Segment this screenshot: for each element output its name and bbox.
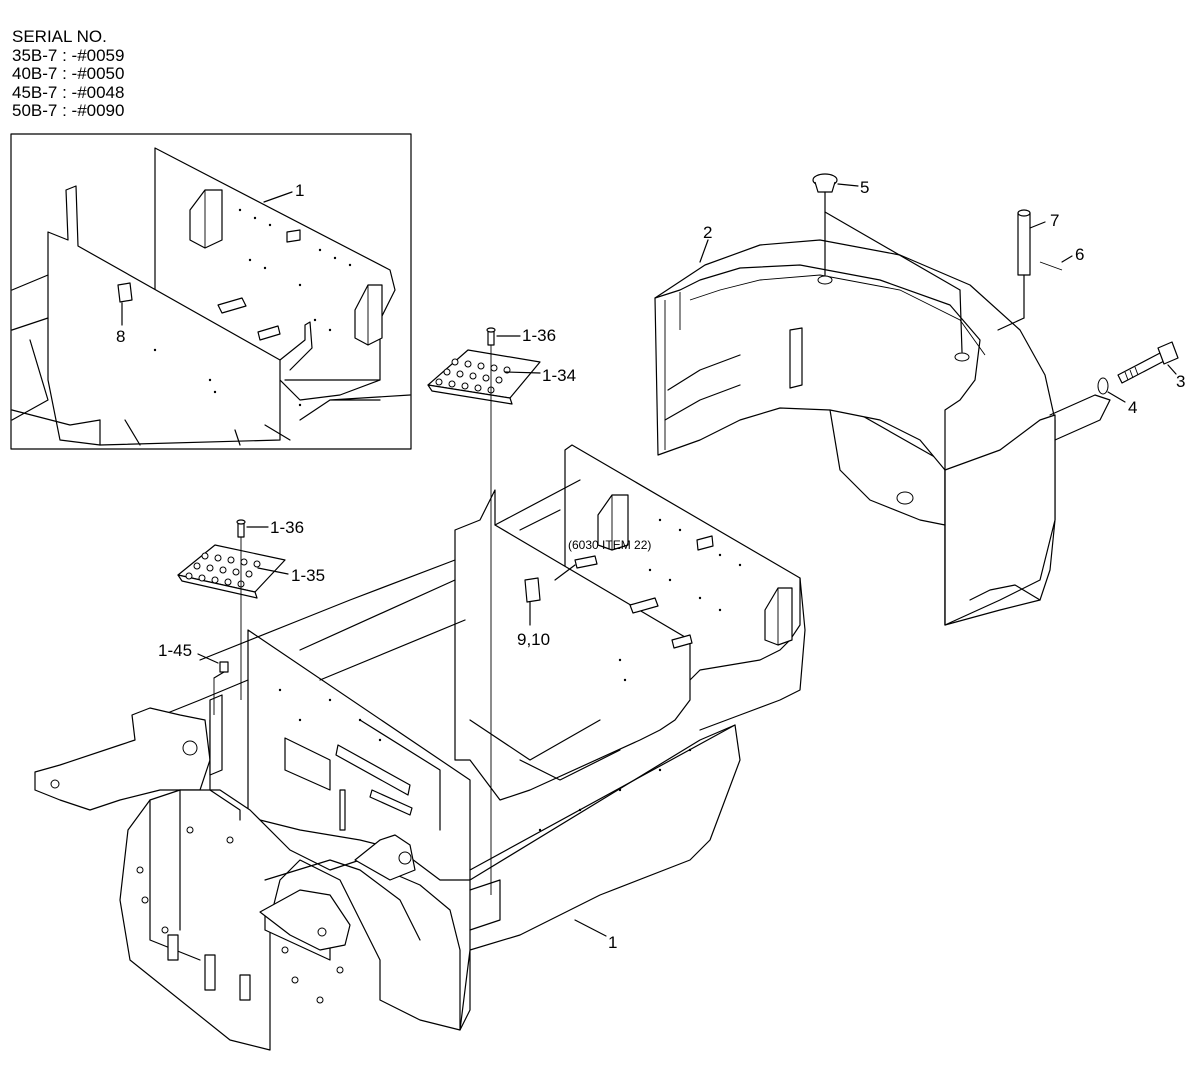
- inset-detail: 8 1: [10, 133, 412, 450]
- counterweight-hole-b: [954, 352, 970, 362]
- main-frame: 9,10 (6030 ITEM 22): [34, 444, 806, 1051]
- callout-washer: 4: [1128, 398, 1137, 417]
- callout-split-pin: 6: [1075, 245, 1084, 264]
- counterweight-hole-a: [817, 275, 833, 285]
- frame-fender-left: [34, 707, 211, 811]
- callout-cap: 5: [860, 178, 869, 197]
- callout-bolt: 3: [1176, 372, 1185, 391]
- inset-border: [10, 133, 412, 450]
- pin-part: 7 6: [997, 209, 1084, 331]
- callout-inset-frame: 1: [295, 181, 304, 200]
- callout-bracket-main: 9,10: [517, 630, 550, 649]
- cap-part: 5: [812, 173, 963, 353]
- serial-line: 40B-7 : -#0050: [12, 64, 125, 83]
- callout-counterweight: 2: [703, 223, 712, 242]
- serial-line: 50B-7 : -#0090: [12, 101, 125, 120]
- serial-line: 35B-7 : -#0059: [12, 45, 125, 65]
- callout-bolt-upper: 1-36: [522, 326, 556, 345]
- step-plate-upper: 1-36 1-34: [427, 326, 576, 895]
- serial-line: 45B-7 : -#0048: [12, 82, 125, 102]
- counterweight: 2: [654, 223, 1056, 626]
- callout-inset-bracket: 8: [116, 327, 125, 346]
- callout-pin: 7: [1050, 211, 1059, 230]
- reference-note: (6030 ITEM 22): [568, 538, 651, 552]
- serial-number-block: SERIAL NO. 35B-7 : -#0059 40B-7 : -#0050…: [12, 27, 125, 121]
- frame-right-wall: [454, 489, 691, 801]
- callout-step-plate-upper: 1-34: [542, 366, 576, 385]
- frame-bracket: [524, 577, 541, 603]
- bolt-part: 3 4: [1049, 341, 1185, 441]
- callout-bolt-lower: 1-36: [270, 518, 304, 537]
- washer-part: [1097, 377, 1109, 395]
- step-plate-lower: 1-36 1-35: [177, 518, 325, 700]
- callout-main-frame: 1: [608, 933, 617, 952]
- inset-bracket-part: [117, 282, 133, 303]
- counterweight-inner: [654, 264, 981, 471]
- callout-step-plate-lower: 1-35: [291, 566, 325, 585]
- serial-heading: SERIAL NO.: [12, 27, 107, 46]
- bolt-left: 1-45: [158, 641, 229, 715]
- counterweight-side: [944, 414, 1056, 626]
- frame-front-bracket: [354, 834, 416, 881]
- callout-bolt-left: 1-45: [158, 641, 192, 660]
